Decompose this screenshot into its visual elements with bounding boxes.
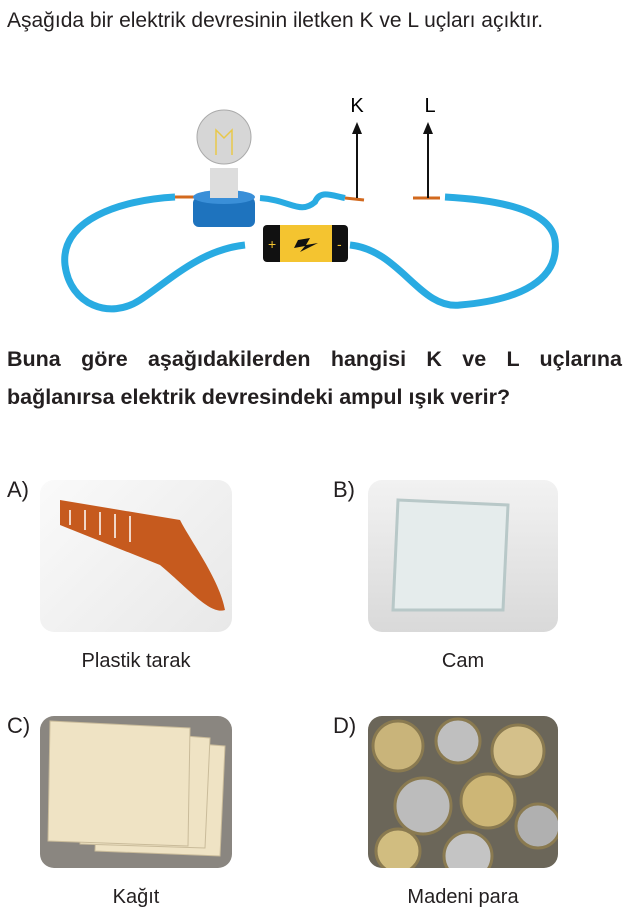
option-d-coins-image[interactable]	[368, 716, 558, 868]
bulb-socket	[193, 197, 255, 227]
svg-text:+: +	[268, 236, 276, 252]
wire-top	[259, 191, 346, 211]
option-a-caption: Plastik tarak	[81, 650, 191, 672]
option-c-caption: Kağıt	[112, 886, 160, 908]
option-b-glass-image[interactable]	[368, 480, 558, 632]
option-b-letter[interactable]: B)	[333, 477, 355, 502]
intro-text: Aşağıda bir elektrik devresinin iletken …	[7, 9, 544, 32]
option-a-letter[interactable]: A)	[7, 477, 29, 502]
circuit-diagram: + - K L	[61, 95, 559, 313]
k-label: K	[350, 95, 364, 117]
option-d-letter[interactable]: D)	[333, 713, 357, 738]
wire-left	[61, 193, 246, 313]
svg-text:-: -	[337, 236, 342, 252]
option-a-comb-image[interactable]	[40, 480, 232, 632]
option-d-caption: Madeni para	[407, 886, 519, 908]
option-c-letter[interactable]: C)	[7, 713, 31, 738]
option-c-paper-image[interactable]	[40, 716, 232, 868]
l-label: L	[424, 95, 435, 117]
bulb-base	[210, 168, 238, 198]
question-text: Buna göre aşağıdakilerden hangisi K ve L…	[7, 347, 622, 409]
wire-right	[349, 193, 559, 309]
option-b-caption: Cam	[441, 650, 485, 672]
